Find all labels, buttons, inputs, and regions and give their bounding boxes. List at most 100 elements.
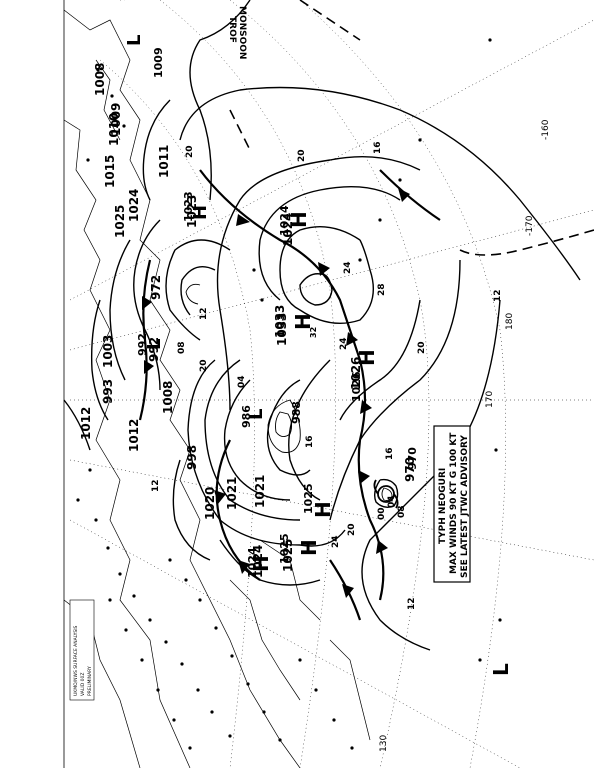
contour-label-10: 20: [347, 523, 357, 536]
typhoon-value-04: 04: [387, 495, 397, 508]
isobar-labels: 1008 1010 1009 1011 1015 1024 1025 1023 …: [79, 63, 417, 578]
contour-label-14: 24: [331, 535, 341, 548]
contour-label-11: 12: [407, 597, 417, 610]
lon-130-label: 130: [379, 735, 389, 752]
low-aleutian-2: 988: [290, 401, 303, 424]
high-west: H 1023: [182, 191, 211, 222]
cold-front-main: [199, 169, 385, 601]
high-southwest-value: 1025: [278, 533, 291, 564]
high-east: H 1026: [350, 349, 379, 402]
dashed-trough-east: [459, 229, 594, 256]
isobar-label-23: 1033: [275, 313, 289, 346]
high-north-pacific-value: 1024: [278, 205, 291, 236]
high-west-letter: H: [190, 205, 211, 220]
typhoon-neoguri: 970 00 04 08: [373, 447, 419, 520]
contour-label-9: 24: [339, 337, 349, 350]
isobar-label-7: 1025: [113, 205, 127, 238]
typhoon-symbol-icon: [373, 479, 399, 509]
low-kamchatka: L 992: [136, 333, 165, 356]
low-aleutian: L 986: [240, 405, 267, 428]
high-southwest: H 1025: [278, 533, 321, 564]
fronts: [138, 169, 441, 621]
low-monsoon-letter: L: [124, 35, 145, 46]
isobar-label-3: 1009: [109, 103, 123, 136]
high-north-pacific-letter: H: [287, 211, 311, 228]
isobar-label-19: 1024: [251, 545, 265, 578]
isobar-label-22: 1026: [349, 357, 363, 390]
low-aleutian-value: 986: [240, 405, 253, 428]
contour-label-17: 08: [177, 341, 187, 354]
advisory-box: [433, 425, 471, 583]
isobar-label-16: 1020: [203, 487, 217, 520]
advisory-line1: TYPH NEOGURI: [438, 468, 448, 544]
high-east-value: 1026: [350, 371, 363, 402]
isobar-label-10: 972: [149, 275, 163, 300]
high-asia: H 1024: [246, 547, 273, 578]
isobar-label-12: 1003: [101, 335, 115, 368]
front-north-east: [379, 169, 441, 221]
contour-label-16: 16: [305, 435, 315, 448]
isobar-label-4: 1011: [157, 145, 171, 178]
latitude-longitude-grid: [69, 0, 594, 768]
chart-info: UKMO/NWS SURFACE ANALYSIS VALID 00Z PREL…: [69, 599, 95, 701]
monsoon-trough-label: MONSOON TROF: [227, 6, 247, 59]
weather-stations: [76, 38, 502, 750]
pressure-centers: L 1009 H 1024 H 1033 H 1026 L 986 988 H …: [124, 35, 513, 676]
isobar-label-17: 1021: [225, 477, 239, 510]
monsoon-label-line2: TROF: [227, 16, 237, 43]
isobar-label-5: 1015: [103, 155, 117, 188]
contour-label-8: 20: [417, 341, 427, 354]
isobar-label-24: 1024: [281, 213, 295, 246]
isobar-label-25: 1012: [79, 407, 93, 440]
typhoon-value-08: 08: [397, 505, 407, 518]
monsoon-label-line1: MONSOON: [237, 6, 247, 59]
cold-front-west: [138, 259, 152, 421]
isobar-label-2: 1010: [107, 113, 121, 146]
low-monsoon-value: 1009: [152, 47, 165, 78]
isobar-label-13: 993: [101, 379, 115, 404]
monsoon-trough: [299, 0, 361, 41]
lon-160-label: -160: [541, 119, 551, 140]
chart-info-line1: UKMO/NWS SURFACE ANALYSIS: [73, 625, 79, 696]
contour-label-2: 20: [185, 145, 195, 158]
high-north-pacific: H 1024: [278, 205, 311, 236]
isobar-label-9: 1012: [127, 419, 141, 452]
lon-170e-label: 170: [485, 391, 495, 408]
typhoon-pressure: 970: [406, 447, 419, 470]
isobar-label-8: 1023: [185, 195, 199, 228]
contour-label-3: 16: [373, 141, 383, 154]
high-central-letter: H: [291, 313, 315, 330]
chart-info-line3: PRELIMINARY: [87, 666, 93, 696]
contour-label-4: 24: [343, 261, 353, 274]
isobar-label-14: 1008: [161, 381, 175, 414]
high-central: H 1033: [273, 305, 315, 338]
isobar-label-18: 1021: [253, 475, 267, 508]
advisory-line3: SEE LATEST JTWC ADVISORY: [460, 435, 470, 578]
low-aleutian-letter: L: [246, 409, 267, 420]
chart-info-box: [69, 599, 95, 701]
coastlines: [63, 9, 371, 768]
dashed-trough-north: [229, 109, 251, 151]
contour-label-13: 20: [199, 359, 209, 372]
high-southwest-letter: H: [297, 539, 321, 556]
contour-labels: 20 20 16 24 28 12 32 20 24 20 12 16 20 2…: [151, 141, 503, 610]
lon-180-label: 180: [505, 313, 515, 330]
contour-label-5: 28: [377, 283, 387, 296]
isobar-label-15: 998: [185, 445, 199, 470]
contour-label-18: 12: [199, 307, 209, 320]
isobar-label-11: 992: [147, 337, 161, 362]
contour-label-15: 12: [151, 479, 161, 492]
high-east-letter: H: [355, 349, 379, 366]
high-central-value: 1033: [273, 305, 287, 338]
high-south-value: 1025: [302, 483, 315, 514]
advisory-line2: MAX WINDS 90 KT G 100 KT: [449, 432, 459, 574]
isobars: [63, 0, 581, 651]
low-kamchatka-letter: L: [144, 339, 165, 350]
isobar-label-20: 970: [403, 457, 417, 482]
contour-label-12: 16: [385, 447, 395, 460]
contour-label-7: 32: [309, 327, 318, 338]
high-asia-value: 1024: [246, 547, 259, 578]
high-south: H 1025: [302, 483, 335, 518]
high-asia-letter: H: [249, 555, 273, 572]
